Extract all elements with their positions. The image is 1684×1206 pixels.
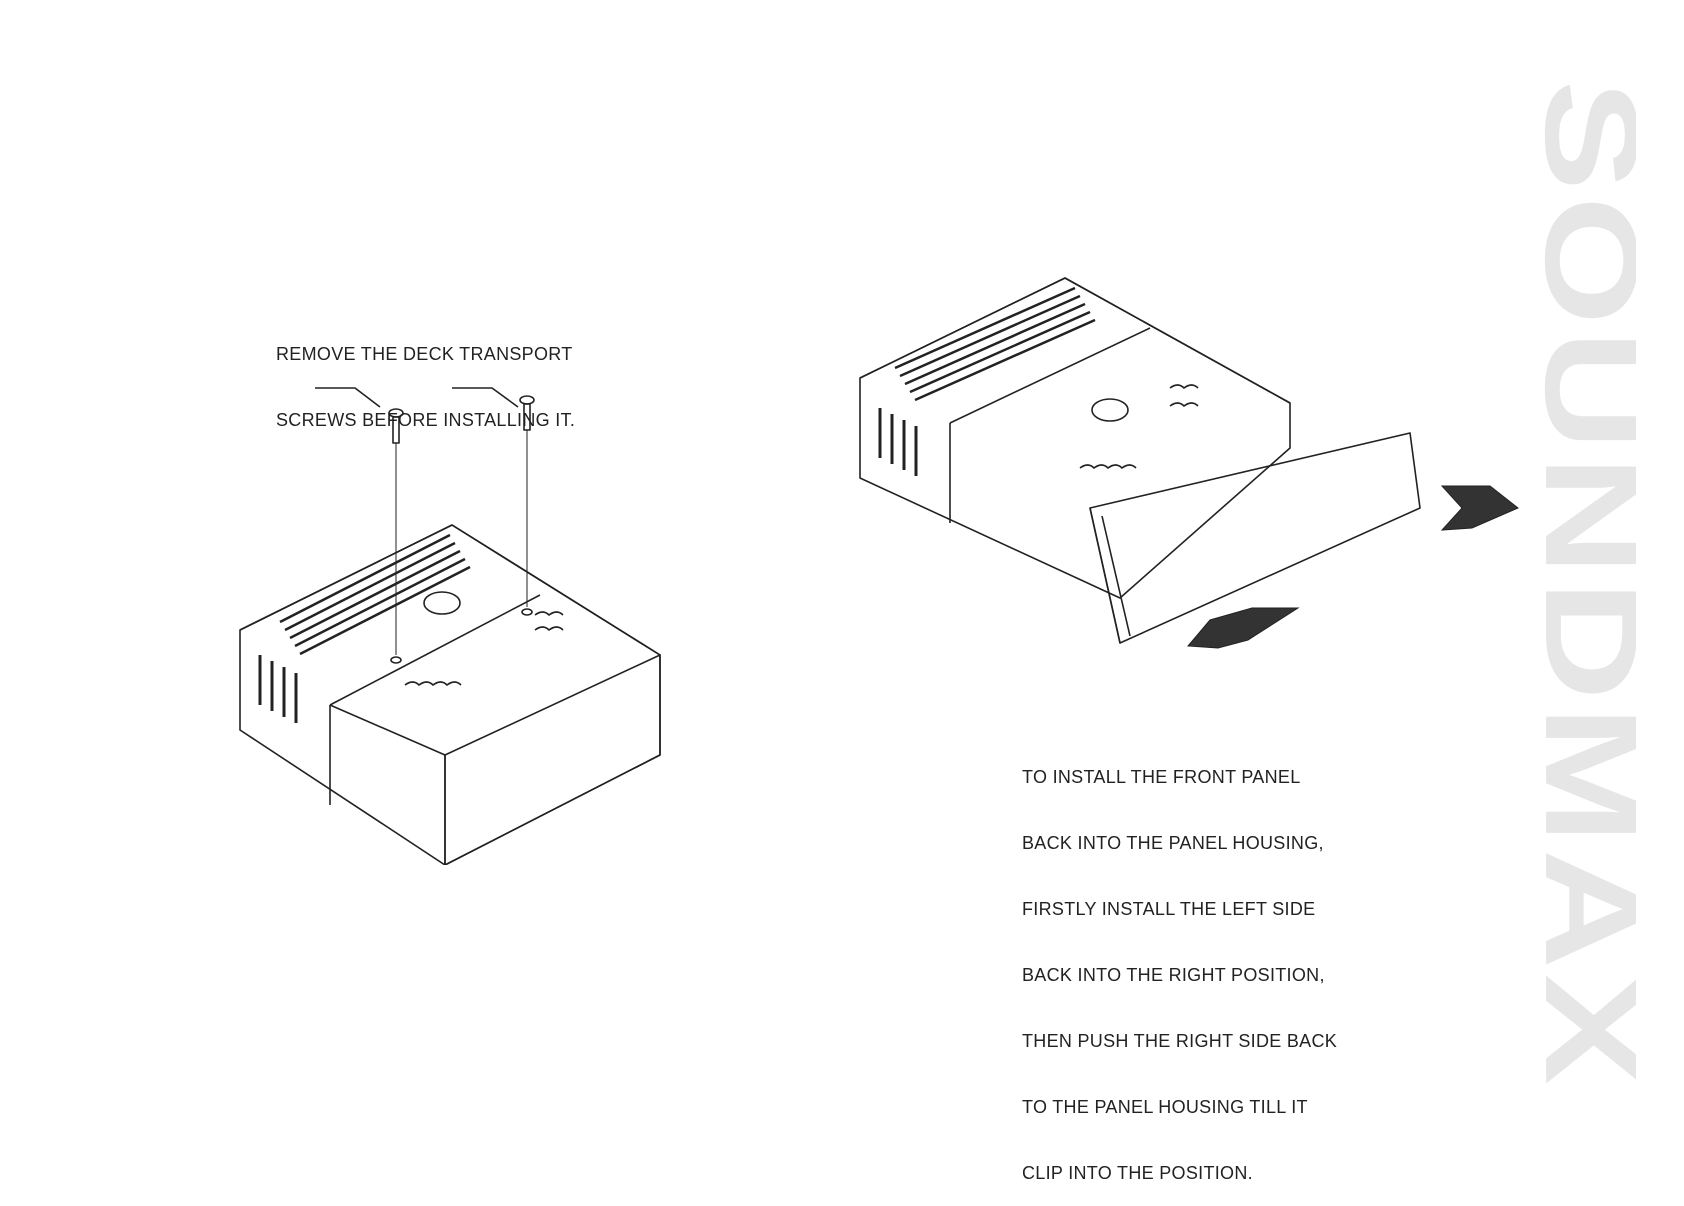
- remove-screws-caption: REMOVE THE DECK TRANSPORT SCREWS BEFORE …: [276, 299, 575, 453]
- screw-icon: [388, 408, 404, 655]
- screw-icon: [519, 395, 535, 607]
- side-vents: [878, 408, 918, 476]
- front-panel-install-figure: [859, 277, 1519, 649]
- caption-line: CLIP INTO THE POSITION.: [1022, 1163, 1253, 1183]
- brand-logo: SOUNDMAX: [1526, 80, 1636, 1090]
- caption-line: TO THE PANEL HOUSING TILL IT: [1022, 1097, 1308, 1117]
- vent-slots: [279, 533, 471, 656]
- caption-line: THEN PUSH THE RIGHT SIDE BACK: [1022, 1031, 1338, 1051]
- front-panel: [444, 654, 661, 865]
- screw-leader-line: [315, 387, 381, 408]
- vent-slots: [894, 286, 1096, 402]
- caption-line: REMOVE THE DECK TRANSPORT: [276, 344, 573, 364]
- arrow-left-icon: [1186, 607, 1300, 649]
- side-vents: [258, 655, 298, 723]
- caption-line: SCREWS BEFORE INSTALLING IT.: [276, 410, 576, 430]
- cover-hole: [423, 591, 461, 615]
- brand-logo-text: SOUNDMAX: [1526, 80, 1636, 1090]
- deck-unit-outline: [859, 277, 1291, 599]
- install-front-panel-caption: TO INSTALL THE FRONT PANEL BACK INTO THE…: [1022, 722, 1337, 1206]
- caption-line: BACK INTO THE PANEL HOUSING,: [1022, 833, 1324, 853]
- caption-line: FIRSTLY INSTALL THE LEFT SIDE: [1022, 899, 1316, 919]
- cover-hole: [1091, 398, 1129, 422]
- deck-transport-screws-figure: [239, 387, 661, 865]
- caption-line: BACK INTO THE RIGHT POSITION,: [1022, 965, 1325, 985]
- caption-line: TO INSTALL THE FRONT PANEL: [1022, 767, 1301, 787]
- screw-leader-line: [452, 387, 519, 408]
- arrow-right-icon: [1440, 485, 1519, 531]
